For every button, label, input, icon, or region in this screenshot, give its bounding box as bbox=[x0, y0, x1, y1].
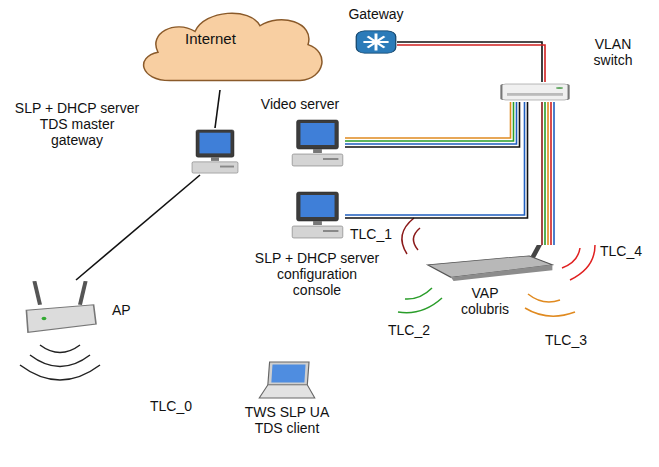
node-label: VLAN switch bbox=[582, 36, 644, 68]
network-link bbox=[542, 102, 554, 245]
server-computer-shape bbox=[190, 128, 240, 175]
channel-label: TLC_0 bbox=[150, 398, 192, 414]
server-computer: Video server bbox=[290, 118, 345, 168]
node-label: SLP + DHCP server configuration console bbox=[252, 250, 382, 298]
server-computer: SLP + DHCP server TDS master gateway bbox=[190, 128, 240, 175]
ap-waves bbox=[20, 345, 100, 380]
channel-label: TLC_1 bbox=[350, 226, 392, 242]
tlc3-waves bbox=[525, 294, 575, 316]
tlc1-waves bbox=[402, 218, 420, 254]
node-label: AP bbox=[112, 302, 142, 318]
vap-device-shape bbox=[425, 245, 555, 281]
tlc2-waves bbox=[398, 288, 442, 313]
channel-label: TLC_2 bbox=[388, 322, 430, 338]
vlan-switch: VLAN switch bbox=[500, 82, 570, 102]
channel-label: TLC_4 bbox=[600, 243, 642, 259]
server-computer: SLP + DHCP server configuration console bbox=[290, 190, 345, 240]
network-link bbox=[215, 90, 220, 128]
node-label: Video server bbox=[245, 96, 355, 112]
server-computer-shape bbox=[290, 118, 345, 168]
laptop-shape bbox=[258, 360, 316, 400]
network-link bbox=[76, 175, 200, 280]
node-label: SLP + DHCP server TDS master gateway bbox=[12, 100, 142, 148]
node-label: Internet bbox=[185, 31, 275, 47]
cloud: Internet bbox=[130, 5, 330, 90]
vap-device: VAP colubris bbox=[425, 245, 555, 281]
tlc4-waves bbox=[562, 245, 595, 280]
node-label: VAP colubris bbox=[455, 285, 515, 317]
channel-label: TLC_3 bbox=[545, 332, 587, 348]
router-icon: Gateway bbox=[355, 28, 397, 56]
cloud-shape bbox=[130, 5, 330, 90]
server-computer-shape bbox=[290, 190, 345, 240]
node-label: TWS SLP UA TDS client bbox=[244, 404, 330, 436]
vlan-switch-shape bbox=[500, 82, 570, 102]
node-label: Gateway bbox=[335, 6, 417, 22]
network-link bbox=[345, 102, 520, 147]
network-link bbox=[397, 42, 545, 82]
laptop: TWS SLP UA TDS client bbox=[258, 360, 316, 400]
network-link bbox=[345, 102, 528, 218]
router-icon-shape bbox=[355, 28, 397, 56]
access-point-shape bbox=[20, 280, 100, 335]
access-point: AP bbox=[20, 280, 100, 335]
